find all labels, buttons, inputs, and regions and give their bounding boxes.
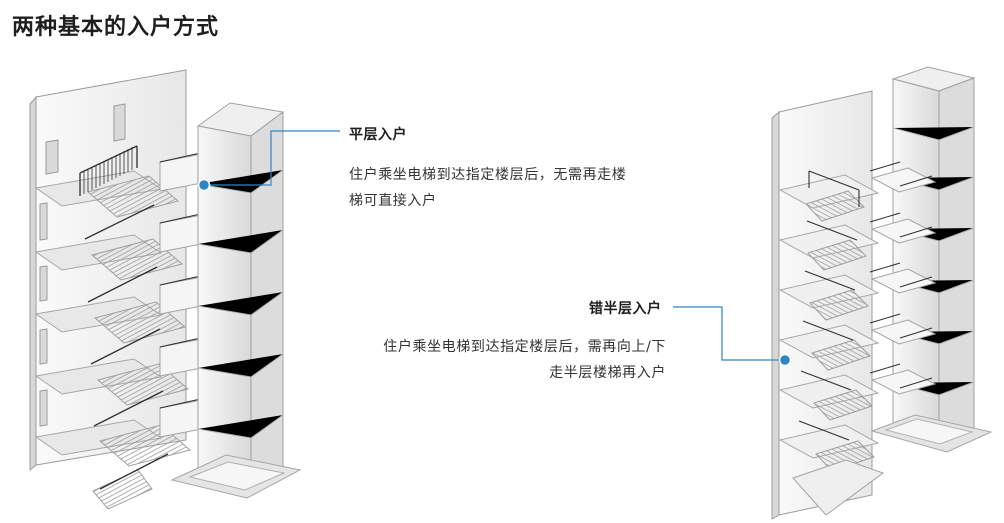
page-title: 两种基本的入户方式	[12, 15, 220, 40]
split-description-line-1: 住户乘坐电梯到达指定楼层后，需再向上/下	[383, 339, 666, 355]
split-entry-label: 错半层入户	[589, 301, 662, 317]
split-entry-description: 住户乘坐电梯到达指定楼层后，需再向上/下 走半层楼梯再入户	[330, 334, 666, 386]
flat-entry-label: 平层入户	[349, 127, 407, 143]
flat-description-line-2: 梯可直接入户	[349, 193, 437, 209]
split-description-line-2: 走半层楼梯再入户	[549, 365, 666, 381]
split-entry-leader	[673, 306, 792, 367]
left-building-illustration	[29, 69, 302, 510]
flat-entry-description: 住户乘坐电梯到达指定楼层后，无需再走楼 梯可直接入户	[349, 162, 679, 214]
flat-entry-leader	[197, 130, 340, 192]
flat-description-line-1: 住户乘坐电梯到达指定楼层后，无需再走楼	[349, 167, 627, 183]
right-building-illustration	[771, 66, 993, 520]
